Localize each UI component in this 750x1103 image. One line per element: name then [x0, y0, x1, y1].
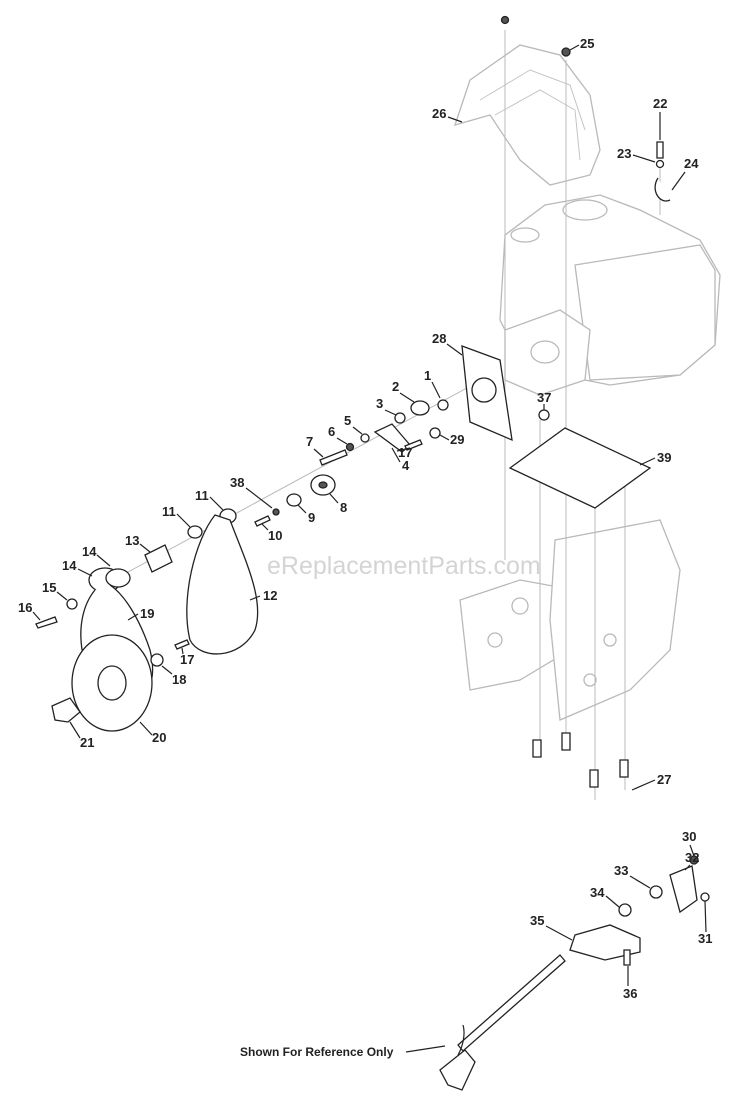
washer-part-31 [700, 892, 710, 902]
nut-part-6 [345, 442, 355, 452]
bolt-part-7 [319, 449, 348, 466]
hairpin-part-24 [654, 177, 671, 202]
callout-38: 38 [230, 475, 244, 490]
callout-34: 34 [590, 885, 605, 900]
callout-17b: 17 [180, 652, 194, 667]
washer-part-15 [66, 598, 78, 610]
callout-9: 9 [308, 510, 315, 525]
callout-27: 27 [657, 772, 671, 787]
drive-belt [186, 514, 259, 655]
callout-20: 20 [152, 730, 166, 745]
bolt-part-36 [623, 949, 631, 966]
bracket-part-35 [569, 924, 641, 961]
bolt-part-10 [254, 515, 271, 527]
washer-part-18 [150, 653, 164, 667]
adapter-plate [508, 427, 652, 509]
spacer-part-9 [286, 493, 302, 507]
callout-18: 18 [172, 672, 186, 687]
callout-8: 8 [340, 500, 347, 515]
callout-labels: 1 2 3 4 5 6 7 8 9 10 11 11 12 13 14 14 1 [18, 36, 712, 1001]
callout-36: 36 [623, 986, 637, 1001]
callout-26: 26 [432, 106, 446, 121]
engine-ghost [499, 194, 721, 396]
bolt-part-16 [35, 616, 58, 629]
washer-part-1 [437, 399, 449, 411]
callout-14a: 14 [82, 544, 97, 559]
washer-part-34 [618, 903, 632, 917]
control-rod [457, 954, 566, 1052]
washer-part-23 [655, 159, 665, 169]
callout-33: 33 [614, 863, 628, 878]
washer-part-33 [649, 885, 663, 899]
bearing-flange [51, 697, 81, 723]
washer-part-29 [429, 427, 441, 439]
callout-6: 6 [328, 424, 335, 439]
bolt-part-22 [656, 141, 664, 159]
washer-part-3 [394, 412, 406, 424]
nut-part-25 [561, 47, 571, 57]
callout-35: 35 [530, 913, 544, 928]
bearing-sleeve [144, 544, 173, 573]
nut-part-38 [272, 508, 280, 516]
callout-2: 2 [392, 379, 399, 394]
callout-13: 13 [125, 533, 139, 548]
washer-part-5 [360, 433, 370, 443]
callout-3: 3 [376, 396, 383, 411]
callout-12: 12 [263, 588, 277, 603]
callout-25: 25 [580, 36, 594, 51]
nut-top [500, 15, 510, 25]
callout-39: 39 [657, 450, 671, 465]
callout-11b: 11 [162, 504, 176, 519]
bearing-part-2 [410, 400, 430, 416]
callout-16: 16 [18, 600, 32, 615]
callout-14b: 14 [62, 558, 77, 573]
callout-17a: 17 [398, 445, 412, 460]
callout-10: 10 [268, 528, 282, 543]
callout-29: 29 [450, 432, 464, 447]
callout-5: 5 [344, 413, 351, 428]
callout-31: 31 [698, 931, 712, 946]
callout-32: 32 [685, 850, 699, 865]
watermark-text: eReplacementParts.com [267, 552, 541, 580]
callout-21: 21 [80, 735, 94, 750]
callout-15: 15 [42, 580, 56, 595]
callout-28: 28 [432, 331, 446, 346]
callout-23: 23 [617, 146, 631, 161]
callout-1: 1 [424, 368, 431, 383]
bolt-part-17b [174, 639, 190, 650]
callout-37: 37 [537, 390, 551, 405]
frame-ghost [459, 519, 681, 721]
callout-11a: 11 [195, 488, 209, 503]
callout-30: 30 [682, 829, 696, 844]
callout-22: 22 [653, 96, 667, 111]
callout-19: 19 [140, 606, 154, 621]
reference-handle [439, 1049, 476, 1091]
callout-4: 4 [402, 458, 410, 473]
bolts-part-27 [532, 732, 629, 788]
washer-part-11b [187, 525, 203, 539]
control-plate-32 [669, 865, 698, 914]
callout-24: 24 [684, 156, 699, 171]
chute-guard-ghost [453, 44, 601, 186]
reference-note: Shown For Reference Only [240, 1045, 394, 1059]
callout-7: 7 [306, 434, 313, 449]
washer-part-37 [538, 409, 550, 421]
